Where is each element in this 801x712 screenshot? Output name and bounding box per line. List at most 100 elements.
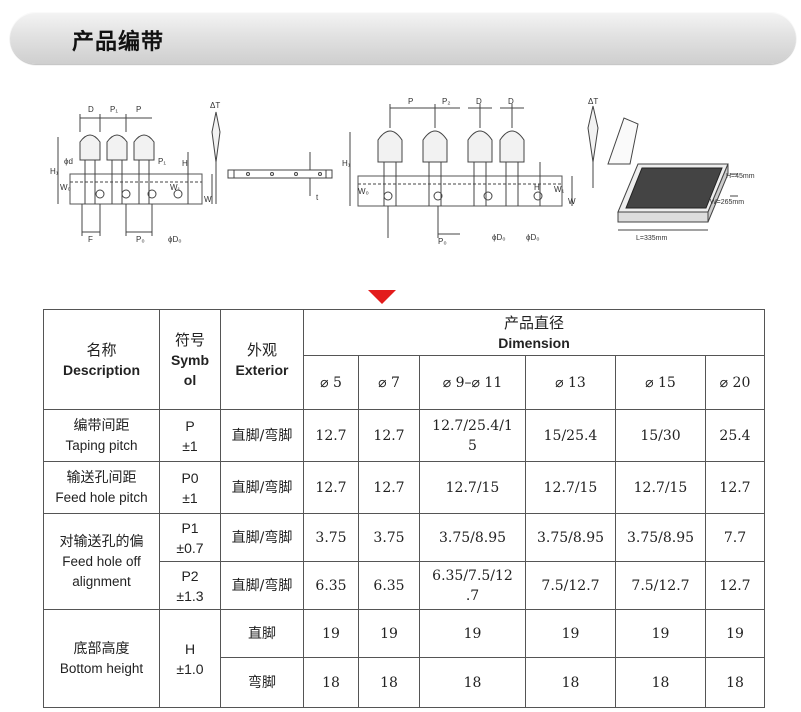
- table-cell: 3.75: [303, 513, 359, 562]
- dim-label: W₁: [170, 183, 181, 192]
- row-exterior: 直脚/弯脚: [220, 409, 304, 462]
- table-cell: 3.75/8.95: [525, 513, 616, 562]
- dim-label: P: [136, 105, 141, 114]
- dim-label: ϕD₀: [526, 233, 540, 242]
- dim-label: P: [408, 97, 413, 106]
- table-cell: 3.75: [358, 513, 420, 562]
- table-cell: 15/25.4: [525, 409, 616, 462]
- section-header-bar: [10, 12, 796, 64]
- table-cell: 19: [358, 609, 420, 658]
- header-dimension: 产品直径 Dimension: [302, 309, 766, 356]
- row-symbol: P ±1: [159, 409, 221, 462]
- diameter-header: ⌀ 20: [704, 355, 766, 410]
- table-cell: 18: [615, 657, 706, 708]
- table-cell: 12.7/15: [525, 461, 616, 514]
- dim-label: t: [316, 193, 319, 202]
- table-cell: 12.7/15: [419, 461, 526, 514]
- table-cell: 12.7: [303, 461, 359, 514]
- table-cell: 12.7: [303, 409, 359, 462]
- dim-label: P₁: [110, 105, 118, 114]
- row-symbol: P0 ±1: [159, 461, 221, 514]
- table-cell: 3.75/8.95: [419, 513, 526, 562]
- table-cell: 7.7: [704, 513, 766, 562]
- table-cell: 19: [419, 609, 526, 658]
- header-exterior: 外观 Exterior: [220, 309, 304, 410]
- table-cell: 19: [704, 609, 766, 658]
- row-description: 对输送孔的偏 Feed hole off alignment: [43, 513, 160, 610]
- dim-label: ϕd: [64, 157, 73, 166]
- dim-label: P₁: [158, 157, 166, 166]
- row-exterior: 弯脚: [220, 657, 304, 708]
- dim-label: D: [476, 97, 482, 106]
- tape-profile-drawing: [227, 152, 333, 196]
- table-header-row: 名称 Description 符号 Symb ol 外观 Exterior 产品…: [43, 309, 766, 410]
- dim-label: W: [204, 195, 212, 204]
- table-cell: 12.7: [704, 561, 766, 610]
- section-title: 产品编带: [72, 30, 165, 55]
- row-exterior: 直脚: [220, 609, 304, 658]
- dim-label: H₁: [50, 167, 59, 176]
- diameter-header: ⌀ 5: [303, 355, 359, 410]
- dim-label: W₁: [554, 185, 565, 194]
- header-description: 名称 Description: [43, 309, 160, 410]
- dim-label: W₀: [358, 187, 369, 196]
- dim-label: ΔT: [210, 101, 220, 110]
- table-cell: 6.35: [303, 561, 359, 610]
- diameter-header: ⌀ 7: [358, 355, 420, 410]
- table-cell: 12.7/15: [615, 461, 706, 514]
- table-cell: 12.7/25.4/1 5: [419, 409, 526, 462]
- row-description: 编带间距 Taping pitch: [43, 409, 160, 462]
- box-dimension-label: W=265mm: [710, 199, 744, 206]
- diameter-header: ⌀ 15: [615, 355, 706, 410]
- diameter-header: ⌀ 9–⌀ 11: [419, 355, 526, 410]
- row-exterior: 直脚/弯脚: [220, 513, 304, 562]
- table-row: 对输送孔的偏 Feed hole off alignment P1 ±0.7 直…: [43, 513, 766, 610]
- row-symbol: P1 ±0.7: [159, 513, 221, 562]
- table-cell: 19: [525, 609, 616, 658]
- taping-diagram: D P₁ P ΔT H₁ ϕd W₀ P₁ H W₁ W F P₀ ϕD₀ t …: [40, 92, 780, 262]
- dim-label: F: [88, 235, 93, 244]
- dim-label: H: [534, 183, 540, 192]
- red-down-arrow-icon: [368, 290, 396, 304]
- table-cell: 12.7: [358, 409, 420, 462]
- table-cell: 18: [419, 657, 526, 708]
- box-dimension-label: H=45mm: [726, 173, 755, 180]
- row-symbol: P2 ±1.3: [159, 561, 221, 610]
- table-row: 编带间距 Taping pitch P ±1 直脚/弯脚 12.7 12.7 1…: [43, 409, 766, 462]
- row-description: 输送孔间距 Feed hole pitch: [43, 461, 160, 514]
- table-cell: 3.75/8.95: [615, 513, 706, 562]
- dim-label: P₀: [136, 235, 145, 244]
- dim-label: ϕD₀: [168, 235, 182, 244]
- dim-label: D: [88, 105, 94, 114]
- header-symbol: 符号 Symb ol: [159, 309, 221, 410]
- row-symbol: H ±1.0: [159, 609, 221, 708]
- table-cell: 15/30: [615, 409, 706, 462]
- dim-label: H: [182, 159, 188, 168]
- packing-box-drawing: [607, 117, 738, 231]
- table-cell: 19: [615, 609, 706, 658]
- table-cell: 6.35/7.5/12 .7: [419, 561, 526, 610]
- table-cell: 19: [303, 609, 359, 658]
- dim-label: W: [568, 197, 576, 206]
- table-cell: 12.7: [358, 461, 420, 514]
- table-row: 弯脚 18 18 18 18 18 18: [44, 657, 766, 708]
- dim-label: P₂: [442, 97, 450, 106]
- table-cell: 7.5/12.7: [615, 561, 706, 610]
- table-cell: 18: [358, 657, 420, 708]
- table-cell: 12.7: [704, 461, 766, 514]
- dim-label: P₀: [438, 237, 447, 246]
- table-cell: 18: [525, 657, 616, 708]
- taping-diagram-svg: D P₁ P ΔT H₁ ϕd W₀ P₁ H W₁ W F P₀ ϕD₀ t …: [50, 97, 755, 246]
- right-taping-drawing: [349, 104, 599, 238]
- dim-label: ϕD₀: [492, 233, 506, 242]
- table-cell: 7.5/12.7: [525, 561, 616, 610]
- taping-spec-table: 名称 Description 符号 Symb ol 外观 Exterior 产品…: [43, 309, 766, 708]
- table-diameter-row: ⌀ 5 ⌀ 7 ⌀ 9–⌀ 11 ⌀ 13 ⌀ 15 ⌀ 20: [44, 355, 766, 410]
- table-cell: 25.4: [704, 409, 766, 462]
- diameter-header: ⌀ 13: [525, 355, 616, 410]
- dim-label: D: [508, 97, 514, 106]
- left-taping-drawing: [57, 111, 221, 236]
- row-description: 底部高度 Bottom height: [43, 609, 160, 708]
- box-dimension-label: L=335mm: [636, 235, 667, 242]
- row-exterior: 直脚/弯脚: [220, 461, 304, 514]
